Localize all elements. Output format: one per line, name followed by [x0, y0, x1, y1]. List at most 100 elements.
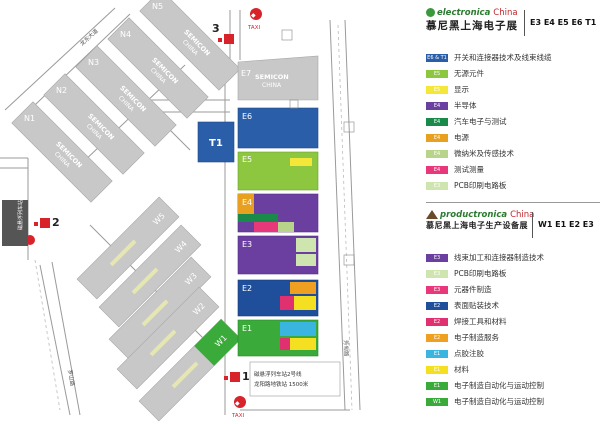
- electronica-legend-item: E6 & T1 开关和连接器技术及线束线缆: [426, 52, 552, 63]
- electronica-legend-swatch: E6 & T1: [426, 53, 448, 62]
- productronica-legend-item: W1 电子制造自动化与运动控制: [426, 396, 544, 407]
- taxi-stand-top[interactable]: ◆ TAXI: [247, 8, 262, 31]
- hall-n3-block: [75, 45, 177, 147]
- hall-e6-id: E6: [242, 112, 252, 121]
- hall-e3-zone-pcb: [296, 238, 316, 252]
- productronica-halls: W1 E1 E2 E3: [532, 212, 594, 238]
- west-maglev-block: [2, 200, 28, 246]
- hall-e1-zone-pink: [280, 338, 290, 350]
- hall-e5-id: E5: [242, 155, 252, 164]
- hall-w5-brand-mark: [109, 239, 137, 267]
- hall-e3-zone-pcb-2: [296, 254, 316, 266]
- hall-e4-zone-test: [254, 222, 278, 232]
- electronica-header: electronica China 慕尼黑上海电子展: [426, 8, 600, 33]
- metro-info-line-1: 磁悬浮列车站2号线: [254, 370, 302, 378]
- entrance-2-num: 2: [52, 216, 60, 229]
- electronica-legend-label: 开关和连接器技术及线束线缆: [454, 53, 552, 62]
- hall-e3-id: E3: [242, 240, 252, 249]
- electronica-legend-swatch: E5: [426, 85, 448, 94]
- hall-e2-zone-yellow: [294, 296, 316, 310]
- road-dash-lines: [34, 24, 353, 411]
- hall-e7-brand-2: CHINA: [262, 82, 282, 89]
- hall-e1-zone-material: [290, 338, 316, 350]
- hall-n5-id: N5: [152, 2, 163, 11]
- electronica-legend-swatch: E5: [426, 69, 448, 78]
- hall-w3[interactable]: W3: [108, 256, 212, 360]
- electronica-legend-swatch: E4: [426, 117, 448, 126]
- productronica-legend-swatch: E1: [426, 349, 448, 358]
- productronica-legend-swatch: E1: [426, 381, 448, 390]
- exhibition-map: N5SEMICONCHINAN4SEMICONCHINAN3SEMICONCHI…: [0, 0, 361, 422]
- hall-e4-id: E4: [242, 198, 252, 207]
- productronica-legend-label: 材料: [454, 365, 469, 374]
- entrance-3[interactable]: 3: [212, 22, 234, 44]
- productronica-logo-icon: [426, 210, 438, 219]
- legend-divider: [426, 202, 600, 203]
- hall-n4-id: N4: [120, 30, 131, 39]
- hall-w1[interactable]: W1: [138, 318, 242, 422]
- electronica-brand: electronica China: [426, 8, 600, 18]
- electronica-legend-swatch: E4: [426, 133, 448, 142]
- hall-w4[interactable]: W4: [98, 224, 202, 328]
- electronica-legend-label: 汽车电子与测试: [454, 117, 507, 126]
- electronica-legend-label: 无源元件: [454, 69, 484, 78]
- hall-e5-display-zone: [290, 158, 312, 166]
- hall-t1-id: T1: [209, 138, 223, 149]
- hall-n3-id: N3: [88, 58, 99, 67]
- hall-w2[interactable]: W2: [116, 286, 220, 390]
- hall-e7-brand: SEMICON: [255, 73, 289, 81]
- hall-w2-brand-mark: [149, 329, 177, 357]
- electronica-legend-label: 微纳米及传感技术: [454, 149, 514, 158]
- electronica-legend-swatch: E4: [426, 149, 448, 158]
- hall-t1[interactable]: [197, 121, 235, 163]
- taxi-stand-bottom[interactable]: ◆ TAXI: [231, 396, 246, 419]
- road-label-left: 罗山路: [66, 369, 77, 387]
- electronica-legend-item: E4 电源: [426, 132, 469, 143]
- metro-info-box: [249, 361, 341, 397]
- productronica-legend-swatch: E2: [426, 301, 448, 310]
- hall-e7[interactable]: [237, 55, 319, 101]
- entrance-1[interactable]: 1: [224, 370, 250, 383]
- taxi-label-bottom: TAXI: [231, 413, 244, 419]
- park-square-2: [343, 254, 355, 266]
- hall-e4-zone-auto: [238, 214, 278, 222]
- hall-w1-brand-mark: [171, 361, 199, 389]
- productronica-legend-label: 元器件制造: [454, 285, 492, 294]
- productronica-legend-swatch: E3: [426, 269, 448, 278]
- taxi-icon-top: ◆: [251, 12, 256, 19]
- taxi-label-top: TAXI: [247, 25, 260, 31]
- electronica-legend-swatch: E4: [426, 101, 448, 110]
- electronica-legend-label: 显示: [454, 85, 469, 94]
- north-hall-group: N5SEMICONCHINAN4SEMICONCHINAN3SEMICONCHI…: [11, 0, 241, 203]
- hall-n1-block: [11, 101, 113, 203]
- productronica-legend-swatch: W1: [426, 397, 448, 406]
- hall-e1-zone-dispense: [280, 322, 316, 336]
- productronica-legend-label: 电子制造自动化与运动控制: [454, 397, 544, 406]
- productronica-fair-name: 慕尼黑上海电子生产设备展: [426, 220, 528, 230]
- electronica-legend-label: 电源: [454, 133, 469, 142]
- productronica-legend-label: PCB印刷电路板: [454, 269, 507, 278]
- productronica-legend-swatch: E2: [426, 317, 448, 326]
- hall-w5[interactable]: W5: [76, 196, 180, 300]
- entrance-3-num: 3: [212, 22, 220, 35]
- productronica-legend-item: E3 PCB印刷电路板: [426, 268, 506, 279]
- hall-e7-id: E7: [241, 69, 251, 78]
- hall-n1-id: N1: [24, 114, 35, 123]
- hall-e6[interactable]: [237, 107, 319, 149]
- entrance-2[interactable]: 2: [34, 216, 60, 229]
- east-hall-column: SEMICON CHINA E7 E6 E5 E4 E3: [237, 55, 319, 357]
- electronica-legend-item: E5 显示: [426, 84, 469, 95]
- hall-w4-brand-mark: [131, 267, 159, 295]
- hall-n5-block: [139, 0, 241, 91]
- legend-panel: electronica China 慕尼黑上海电子展 E3 E4 E5 E6 T…: [412, 0, 600, 424]
